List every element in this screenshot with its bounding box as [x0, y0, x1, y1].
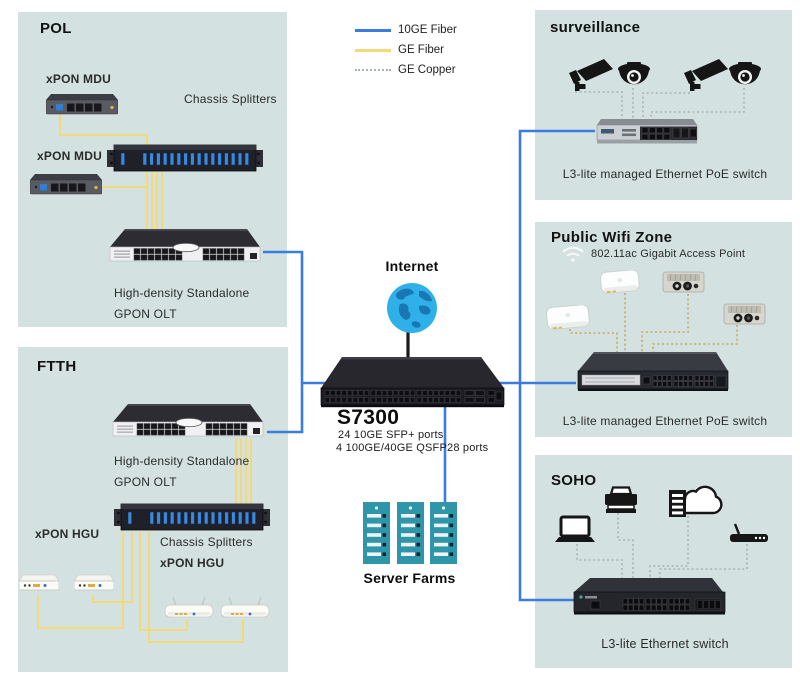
ge-fiber-lines [37, 113, 252, 643]
soho-panel [535, 455, 792, 668]
bullet-camera-icon-2 [683, 56, 729, 94]
ftth-olt-label-2: GPON OLT [114, 475, 177, 489]
wifi-zone-panel [535, 222, 792, 437]
core-switch-spec-1: 24 10GE SFP+ ports [338, 429, 444, 441]
surveillance-switch-label: L3-lite managed Ethernet PoE switch [562, 167, 768, 181]
internet-label: Internet [385, 258, 439, 274]
legend-ge-fiber-label: GE Fiber [398, 44, 445, 56]
ftth-xpon-hgu-1 [18, 574, 60, 594]
ftth-chassis-splitter [114, 502, 270, 532]
server-rack-2 [397, 502, 424, 564]
pol-olt-label-1: High-density Standalone [114, 286, 250, 300]
internet-globe-icon [386, 282, 438, 334]
legend-ge-fiber-line [355, 49, 391, 52]
ftth-xpon-hgu-2 [73, 574, 115, 594]
wifi-zone-title: Public Wifi Zone [551, 229, 673, 246]
cloud-server-icon [667, 484, 723, 518]
server-rack-1 [363, 502, 390, 564]
soho-switch-label: L3-lite Ethernet switch [601, 637, 729, 651]
wifi-zone-copper-lines [569, 293, 738, 354]
outdoor-ap-icon-1 [662, 271, 705, 294]
laptop-icon [552, 515, 598, 546]
server-farms-label: Server Farms [363, 570, 456, 586]
surveillance-panel [535, 10, 792, 200]
outdoor-ap-icon-2 [723, 303, 766, 326]
ceiling-ap-icon-2 [546, 304, 590, 332]
bullet-camera-icon-1 [568, 56, 614, 94]
surveillance-title: surveillance [550, 19, 641, 36]
legend-10ge-fiber-label: 10GE Fiber [398, 24, 457, 36]
pol-chassis-splitter [107, 143, 263, 173]
pol-title: POL [40, 20, 72, 37]
ftth-splitters-label: Chassis Splitters [160, 535, 253, 549]
core-switch-spec-2: 4 100GE/40GE QSFP28 ports [336, 442, 489, 454]
pol-xpon-mdu-2 [29, 174, 103, 196]
ftth-title: FTTH [37, 358, 77, 375]
wifi-signal-icon [559, 243, 587, 263]
ftth-wifi-hgu-1 [163, 596, 215, 622]
pol-mdu1-label: xPON MDU [46, 72, 111, 86]
surveillance-poe-switch [592, 116, 702, 148]
soho-switch [571, 577, 731, 617]
wireless-router-icon [727, 523, 771, 545]
wifi-ap-label: 802.11ac Gigabit Access Point [591, 248, 746, 260]
ftth-hgu-left-label: xPON HGU [35, 527, 100, 541]
soho-title: SOHO [551, 472, 597, 489]
printer-icon [602, 486, 640, 515]
ftth-wifi-hgu-2 [219, 596, 271, 622]
pol-gpon-olt [107, 228, 265, 264]
core-switch-s7300 [318, 356, 508, 408]
ftth-olt-label-1: High-density Standalone [114, 454, 250, 468]
legend-ge-copper-label: GE Copper [398, 64, 456, 76]
pol-xpon-mdu-1 [45, 94, 119, 116]
legend-ge-copper-line [355, 69, 391, 71]
ftth-hgu-right-label: xPON HGU [160, 556, 225, 570]
ge-copper-lines [575, 88, 748, 581]
dome-camera-icon-1 [617, 62, 651, 92]
wifi-poe-switch [573, 351, 733, 395]
ceiling-ap-icon-1 [600, 269, 640, 296]
wifi-switch-label: L3-lite managed Ethernet PoE switch [562, 414, 768, 428]
pol-olt-label-2: GPON OLT [114, 307, 177, 321]
core-switch-model: S7300 [337, 406, 400, 429]
10ge-fiber-lines [263, 129, 595, 602]
ftth-gpon-olt [110, 403, 268, 439]
pol-splitters-label: Chassis Splitters [184, 92, 277, 106]
server-rack-3 [430, 502, 457, 564]
pol-mdu2-label: xPON MDU [37, 149, 102, 163]
dome-camera-icon-2 [728, 62, 762, 92]
legend-10ge-fiber-line [355, 29, 391, 32]
